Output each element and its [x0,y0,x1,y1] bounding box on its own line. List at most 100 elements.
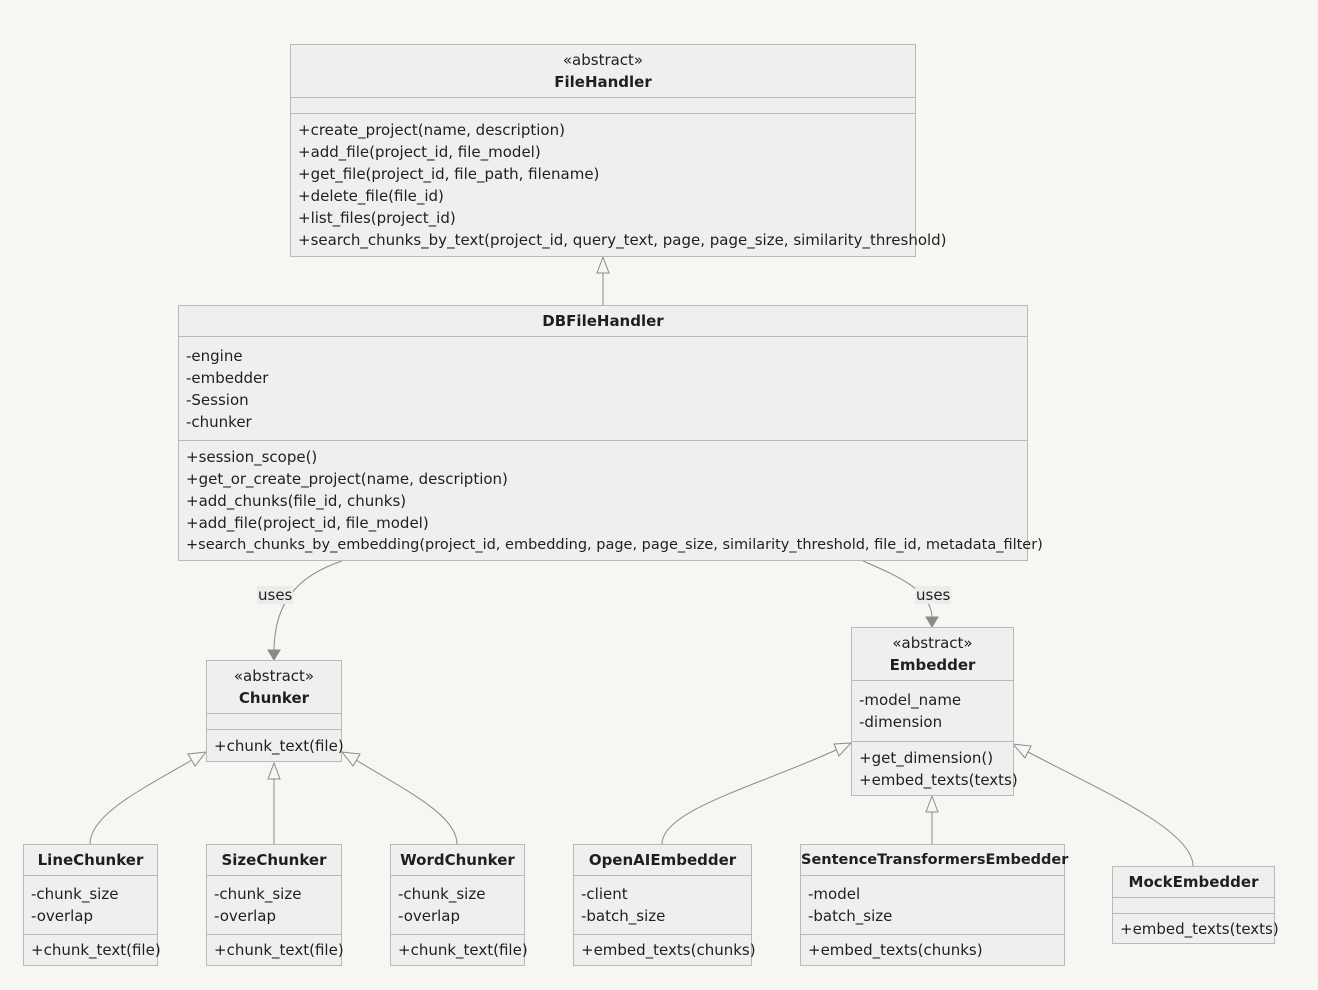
method-item: +create_project(name, description) [298,121,565,139]
method-item: +chunk_text(file) [214,941,344,959]
method-item: +get_or_create_project(name, description… [186,469,508,488]
attribute-item: -chunk_size [214,885,302,903]
method-item: +add_chunks(file_id, chunks) [186,491,407,510]
class-header: «abstract» FileHandler [291,45,915,98]
assoc-arrow-embedder [925,616,939,628]
class-stereotype: «abstract» [233,667,315,685]
attribute-item: -overlap [214,907,277,925]
class-name: SentenceTransformersEmbedder [801,852,1069,868]
class-header: OpenAIEmbedder [574,845,751,876]
class-methods: +chunk_text(file) [391,935,528,965]
edge-openai-embedder [661,749,837,845]
class-attributes [207,714,341,730]
edge-uses-embedder [862,560,933,619]
class-header: LineChunker [24,845,157,876]
class-sentencetransformersembedder[interactable]: SentenceTransformersEmbedder -model -bat… [800,844,1069,966]
assoc-arrow-chunker [267,649,281,661]
class-name: Embedder [889,656,976,674]
method-item: +embed_texts(chunks) [808,941,983,959]
class-dbfilehandler[interactable]: DBFileHandler -engine -embedder -Session… [178,305,1043,561]
inherit-arrow-linechunker [187,751,208,767]
class-attributes: -chunk_size -overlap [207,876,341,935]
class-attributes [291,98,915,114]
class-embedder[interactable]: «abstract» Embedder -model_name -dimensi… [851,627,1018,796]
attribute-item: -chunk_size [31,885,119,903]
attribute-item: -client [581,885,628,903]
inherit-arrow-filehandler [596,255,610,274]
class-attributes: -chunk_size -overlap [391,876,524,935]
class-header: DBFileHandler [179,306,1027,337]
method-item: +get_file(project_id, file_path, filenam… [298,165,600,183]
method-item: +search_chunks_by_text(project_id, query… [298,231,947,249]
edge-linechunker-chunker [89,759,193,845]
attribute-item: -overlap [398,907,461,925]
attribute-item: -model [808,885,861,903]
class-header: MockEmbedder [1113,867,1274,898]
method-item: +chunk_text(file) [31,941,161,959]
class-name: Chunker [238,689,310,707]
class-methods: +chunk_text(file) [207,730,344,761]
class-methods: +embed_texts(chunks) [574,935,756,965]
attribute-item: -embedder [186,368,269,387]
class-stereotype: «abstract» [892,634,973,652]
edge-uses-chunker [273,560,343,653]
class-linechunker[interactable]: LineChunker -chunk_size -overlap +chunk_… [23,844,161,966]
class-name: MockEmbedder [1128,873,1259,891]
method-item: +add_file(project_id, file_model) [298,143,541,161]
class-attributes: -client -batch_size [574,876,751,935]
class-methods: +embed_texts(chunks) [801,935,1064,965]
attribute-item: -engine [186,346,243,365]
attribute-item: -dimension [859,713,943,731]
attribute-item: -model_name [859,691,962,709]
method-item: +list_files(project_id) [298,209,456,227]
attribute-item: -overlap [31,907,94,925]
class-wordchunker[interactable]: WordChunker -chunk_size -overlap +chunk_… [390,844,528,966]
class-attributes: -chunk_size -overlap [24,876,157,935]
class-openaiembedder[interactable]: OpenAIEmbedder -client -batch_size +embe… [573,844,756,966]
attribute-item: -batch_size [808,907,893,925]
class-header: SizeChunker [207,845,341,876]
class-methods: +chunk_text(file) [207,935,344,965]
class-methods: +chunk_text(file) [24,935,161,965]
class-attributes: -engine -embedder -Session -chunker [179,337,1027,441]
class-mockembedder[interactable]: MockEmbedder +embed_texts(texts) [1112,866,1279,944]
class-methods: +session_scope() +get_or_create_project(… [179,441,1043,560]
class-methods: +get_dimension() +embed_texts(texts) [852,742,1018,795]
relation-label-uses-chunker: uses [257,586,294,604]
class-header: «abstract» Chunker [207,661,341,714]
method-item: +session_scope() [186,447,318,466]
class-name: WordChunker [400,851,515,869]
method-item: +chunk_text(file) [214,736,344,755]
class-name: LineChunker [37,851,144,869]
class-chunker[interactable]: «abstract» Chunker +chunk_text(file) [206,660,344,762]
attribute-item: -batch_size [581,907,666,925]
class-methods: +create_project(name, description) +add_… [291,114,947,256]
attribute-item: -chunker [186,412,252,431]
class-methods: +embed_texts(texts) [1113,914,1279,943]
edge-mock-embedder [1027,751,1194,867]
method-item: +embed_texts(texts) [859,770,1018,789]
attribute-item: -Session [186,390,249,409]
relation-label-uses-embedder: uses [915,586,952,604]
method-item: +get_dimension() [859,748,994,767]
class-header: SentenceTransformersEmbedder [801,845,1069,876]
inherit-arrow-sizechunker [267,761,281,780]
inherit-arrow-wordchunker [340,751,361,767]
inherit-arrow-mock [1011,743,1032,759]
method-item: +embed_texts(chunks) [581,941,756,959]
class-name: DBFileHandler [542,312,664,330]
class-header: «abstract» Embedder [852,628,1013,681]
class-attributes: -model_name -dimension [852,681,1013,742]
attribute-item: -chunk_size [398,885,486,903]
class-name: FileHandler [554,73,652,91]
method-item: +search_chunks_by_embedding(project_id, … [186,536,1043,553]
class-filehandler[interactable]: «abstract» FileHandler +create_project(n… [290,44,947,257]
class-name: SizeChunker [221,851,327,869]
class-sizechunker[interactable]: SizeChunker -chunk_size -overlap +chunk_… [206,844,344,966]
inherit-arrow-sentence [925,794,939,813]
class-attributes: -model -batch_size [801,876,1064,935]
class-name: OpenAIEmbedder [588,851,737,869]
class-attributes [1113,898,1274,914]
method-item: +add_file(project_id, file_model) [186,513,429,532]
